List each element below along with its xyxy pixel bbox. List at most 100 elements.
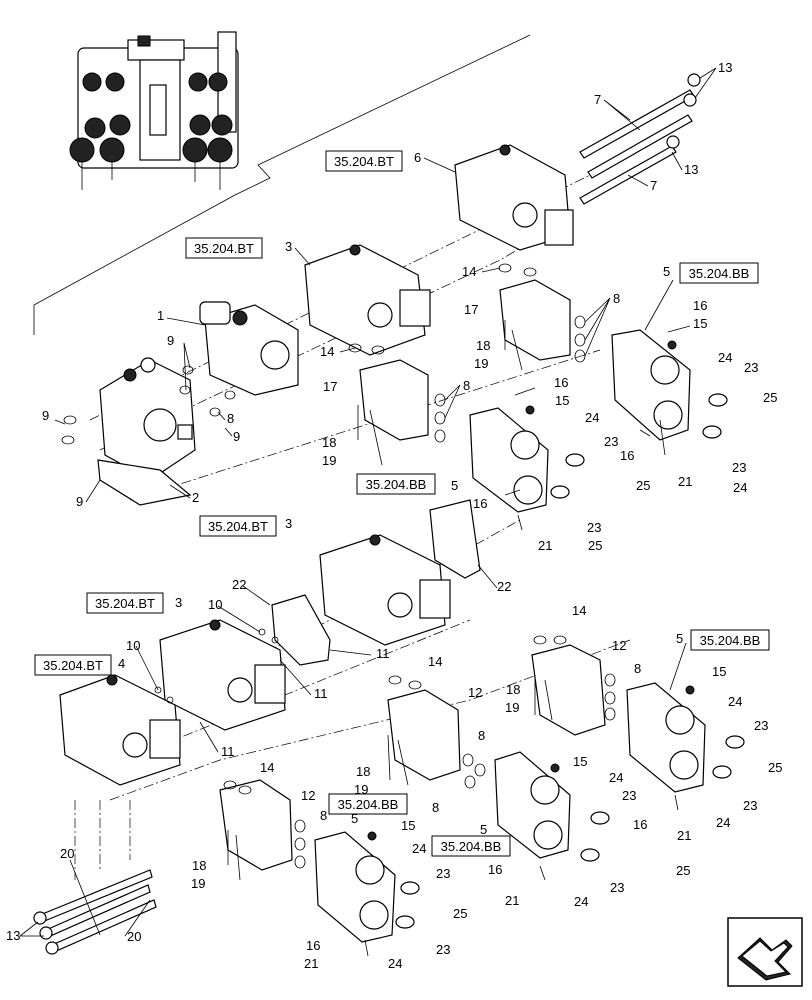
callout-4: 4 — [118, 656, 125, 671]
callout-24: 24 — [412, 841, 426, 856]
callout-18: 18 — [506, 682, 520, 697]
callout-24: 24 — [728, 694, 742, 709]
callout-16: 16 — [633, 817, 647, 832]
callout-1: 1 — [157, 308, 164, 323]
callout-23: 23 — [436, 942, 450, 957]
callout-20: 20 — [60, 846, 74, 861]
callout-23: 23 — [622, 788, 636, 803]
reference-box-35-204-bt-3[interactable]: 35.204.BT — [199, 515, 277, 537]
solenoid-cartridges-5 — [314, 329, 706, 943]
callout-15: 15 — [712, 664, 726, 679]
reference-box-35-204-bb-3[interactable]: 35.204.BB — [690, 629, 770, 651]
callout-14: 14 — [260, 760, 274, 775]
callout-8: 8 — [227, 411, 234, 426]
callout-5: 5 — [351, 811, 358, 826]
callout-8: 8 — [613, 291, 620, 306]
svg-text:35.204.BB: 35.204.BB — [338, 797, 399, 812]
reference-box-35-204-bt-2[interactable]: 35.204.BT — [185, 237, 263, 259]
callout-19: 19 — [322, 453, 336, 468]
callout-25: 25 — [676, 863, 690, 878]
callout-9: 9 — [76, 494, 83, 509]
svg-text:35.204.BT: 35.204.BT — [43, 658, 103, 673]
callout-21: 21 — [505, 893, 519, 908]
callout-leader-lines — [19, 67, 717, 937]
reference-box-35-204-bt-1[interactable]: 35.204.BT — [325, 150, 403, 172]
reference-box-35-204-bb-4[interactable]: 35.204.BB — [328, 793, 408, 815]
callout-24: 24 — [574, 894, 588, 909]
callout-23: 23 — [732, 460, 746, 475]
callout-23: 23 — [604, 434, 618, 449]
callout-7: 7 — [650, 178, 657, 193]
callout-15: 15 — [693, 316, 707, 331]
callout-16: 16 — [620, 448, 634, 463]
callout-12: 12 — [301, 788, 315, 803]
callout-labels: 13 7 13 7 6 3 14 5 8 16 17 1 15 9 18 14 … — [6, 60, 782, 971]
callout-17: 17 — [323, 379, 337, 394]
callout-18: 18 — [476, 338, 490, 353]
callout-18: 18 — [356, 764, 370, 779]
svg-text:35.204.BB: 35.204.BB — [689, 266, 750, 281]
reference-box-35-204-bt-5[interactable]: 35.204.BT — [34, 654, 112, 676]
callout-9: 9 — [167, 333, 174, 348]
plates-22 — [271, 499, 481, 666]
inlet-section-2 — [97, 357, 196, 506]
callout-25: 25 — [763, 390, 777, 405]
svg-text:35.204.BB: 35.204.BB — [366, 477, 427, 492]
callout-19: 19 — [474, 356, 488, 371]
callout-13: 13 — [684, 162, 698, 177]
svg-text:35.204.BT: 35.204.BT — [95, 596, 155, 611]
callout-24: 24 — [716, 815, 730, 830]
callout-8: 8 — [320, 808, 327, 823]
callout-14: 14 — [428, 654, 442, 669]
callout-2: 2 — [192, 490, 199, 505]
callout-15: 15 — [555, 393, 569, 408]
spool-section-3-middle — [319, 534, 451, 646]
reference-box-35-204-bb-5[interactable]: 35.204.BB — [431, 835, 511, 857]
callout-5: 5 — [480, 822, 487, 837]
callout-15: 15 — [573, 754, 587, 769]
callout-5: 5 — [663, 264, 670, 279]
caps-23 — [395, 393, 745, 929]
callout-25: 25 — [768, 760, 782, 775]
spool-section-4 — [59, 674, 181, 786]
callout-23: 23 — [743, 798, 757, 813]
view-direction-arrow-icon — [727, 917, 803, 987]
callout-12: 12 — [612, 638, 626, 653]
callout-24: 24 — [388, 956, 402, 971]
svg-text:35.204.BT: 35.204.BT — [194, 241, 254, 256]
reference-box-35-204-bb-1[interactable]: 35.204.BB — [679, 262, 759, 284]
svg-text:35.204.BT: 35.204.BT — [208, 519, 268, 534]
balls-15 — [367, 340, 695, 841]
callout-13: 13 — [718, 60, 732, 75]
callout-5: 5 — [676, 631, 683, 646]
callout-23: 23 — [754, 718, 768, 733]
callout-24: 24 — [585, 410, 599, 425]
callout-8: 8 — [432, 800, 439, 815]
callout-3: 3 — [285, 239, 292, 254]
callout-5: 5 — [451, 478, 458, 493]
spool-section-3-top — [304, 244, 431, 356]
callout-24: 24 — [718, 350, 732, 365]
callout-7: 7 — [594, 92, 601, 107]
callout-11: 11 — [221, 744, 235, 759]
callout-23: 23 — [744, 360, 758, 375]
callout-21: 21 — [538, 538, 552, 553]
callout-14: 14 — [462, 264, 476, 279]
callout-16: 16 — [473, 496, 487, 511]
reference-box-35-204-bt-4[interactable]: 35.204.BT — [86, 592, 164, 614]
callout-20: 20 — [127, 929, 141, 944]
callout-3: 3 — [175, 595, 182, 610]
callout-8: 8 — [463, 378, 470, 393]
callout-23: 23 — [436, 866, 450, 881]
reference-box-35-204-bb-2[interactable]: 35.204.BB — [356, 473, 436, 495]
callout-22: 22 — [232, 577, 246, 592]
callout-8: 8 — [634, 661, 641, 676]
callout-19: 19 — [505, 700, 519, 715]
callout-14: 14 — [320, 344, 334, 359]
callout-14: 14 — [572, 603, 586, 618]
callout-16: 16 — [554, 375, 568, 390]
o-rings — [61, 263, 616, 869]
callout-21: 21 — [304, 956, 318, 971]
callout-22: 22 — [497, 579, 511, 594]
